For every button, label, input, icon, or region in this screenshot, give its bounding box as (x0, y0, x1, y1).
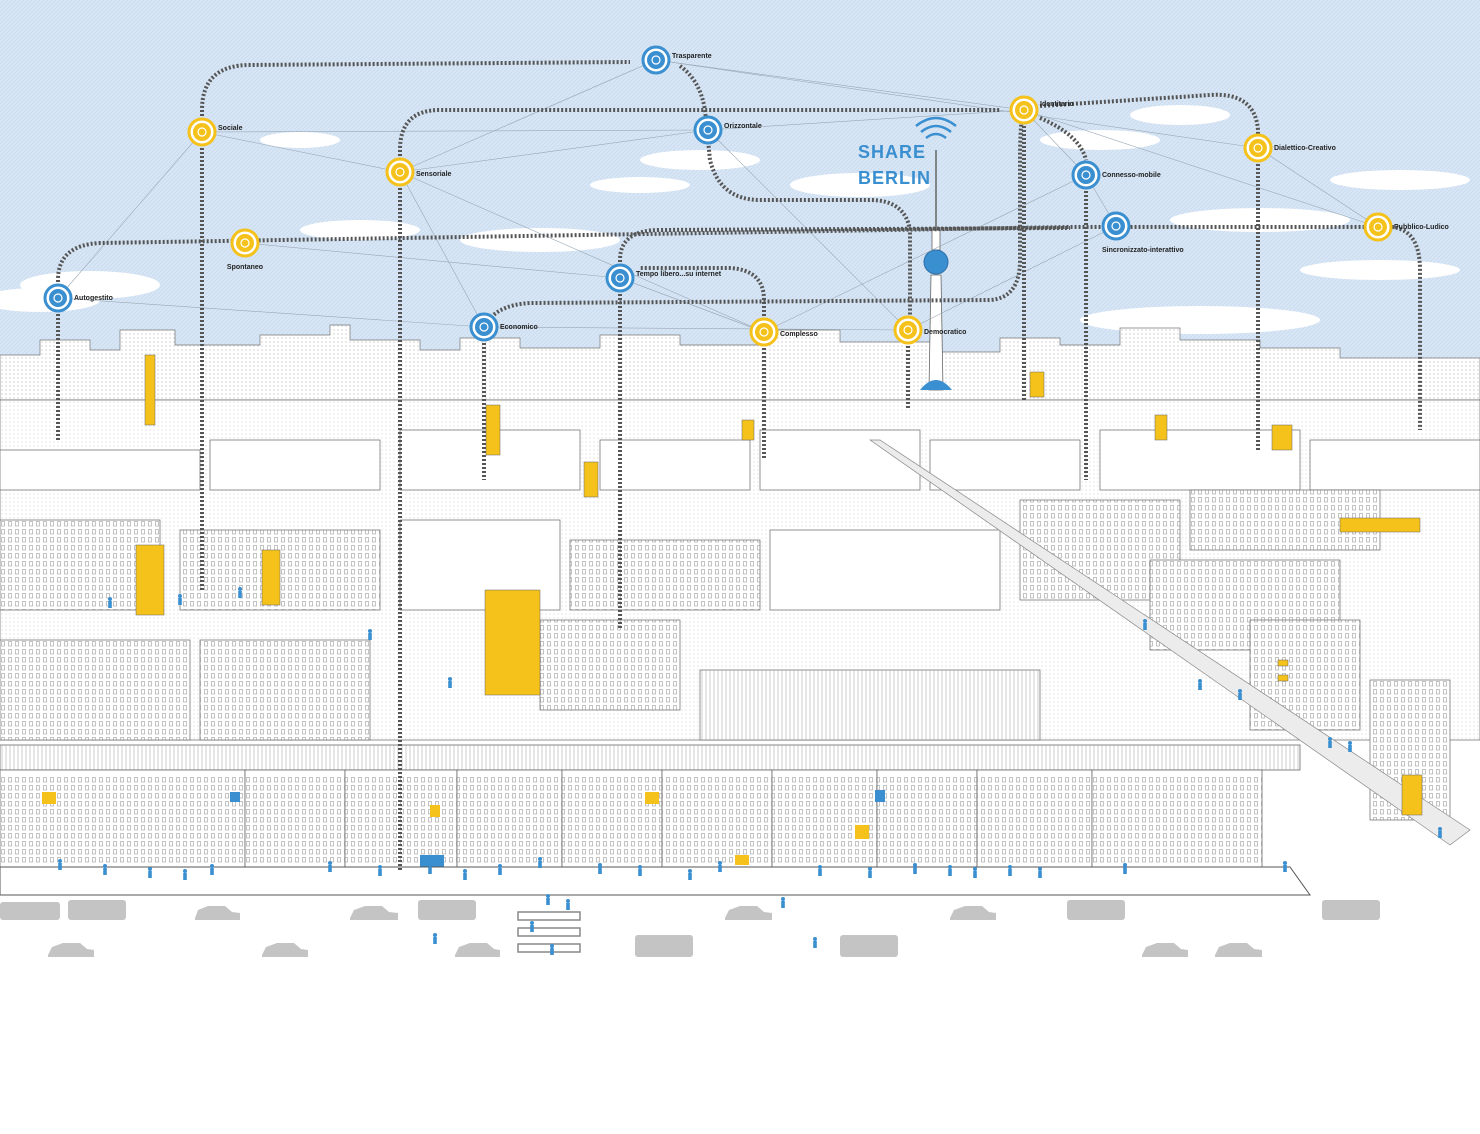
node-label: Sociale (218, 125, 243, 132)
node-autogestito: Autogestito (43, 283, 113, 313)
leaf-icon (699, 121, 717, 139)
node-complesso: Complesso (749, 317, 818, 347)
clouds (0, 105, 1470, 334)
people (58, 587, 1442, 955)
node-sociale: Sociale (187, 117, 243, 147)
node-spontaneo: Spontaneo (227, 228, 263, 271)
city-midground (0, 399, 1480, 821)
node-identitario: Identitario (1009, 95, 1074, 125)
node-label: Autogestito (74, 295, 113, 302)
node-sincronizzato: Sincronizzato-interattivo (1101, 211, 1184, 254)
sync-icon (1107, 217, 1125, 235)
globe-icon (611, 269, 629, 287)
wifi-icon (915, 116, 957, 140)
sidewalk (0, 866, 1311, 896)
node-pubblico: Pubblico-Ludico (1363, 212, 1449, 242)
node-label: Pubblico-Ludico (1394, 224, 1449, 231)
blank-icon (236, 234, 254, 252)
node-label: Spontaneo (227, 264, 263, 271)
node-dialettico: Dialettico-Creativo (1243, 133, 1336, 163)
title-berlin: BERLIN (858, 168, 931, 188)
node-label: Identitario (1040, 101, 1074, 108)
peace-icon (193, 123, 211, 141)
network-links (57, 59, 1379, 333)
gear-icon (49, 289, 67, 307)
node-label: Dialettico-Creativo (1274, 145, 1336, 152)
node-label: Trasparente (672, 53, 712, 60)
node-label: Sincronizzato-interattivo (1102, 247, 1184, 254)
swirl-icon (1077, 166, 1095, 184)
avenue (868, 439, 1471, 846)
hand-icon (899, 321, 917, 339)
skyline-windows (0, 325, 1480, 400)
road-vehicles (0, 900, 1380, 957)
node-label: Orizzontale (724, 123, 762, 130)
node-connesso: Connesso-mobile (1071, 160, 1161, 190)
fingerprint-icon (1015, 101, 1033, 119)
crosswalk (517, 911, 581, 953)
yellow-highlights (135, 354, 1423, 816)
exclamation-icon (1249, 139, 1267, 157)
node-tempolibero: Tempo libero...su internet (605, 263, 722, 293)
node-trasparente: Trasparente (641, 45, 712, 75)
node-label: Sensoriale (416, 171, 452, 178)
title-share: SHARE (858, 142, 926, 162)
node-label: Connesso-mobile (1102, 172, 1161, 179)
node-sensoriale: Sensoriale (385, 157, 452, 187)
e-icon (755, 323, 773, 341)
node-label: Tempo libero...su internet (636, 271, 722, 278)
front-buildings (0, 744, 1301, 868)
tv-tower (920, 150, 952, 391)
node-economico: Economico (469, 312, 538, 342)
cross-icon (475, 318, 493, 336)
node-label: Economico (500, 324, 538, 331)
node-democratico: Democratico (893, 315, 966, 345)
smile-icon (1369, 218, 1387, 236)
heart-icon (391, 163, 409, 181)
front-window-accents (42, 790, 885, 867)
circle-ring-icon (647, 51, 665, 69)
node-label: Democratico (924, 329, 966, 336)
node-label: Complesso (780, 331, 818, 338)
tracks (56, 60, 1422, 870)
node-orizzontale: Orizzontale (693, 115, 762, 145)
